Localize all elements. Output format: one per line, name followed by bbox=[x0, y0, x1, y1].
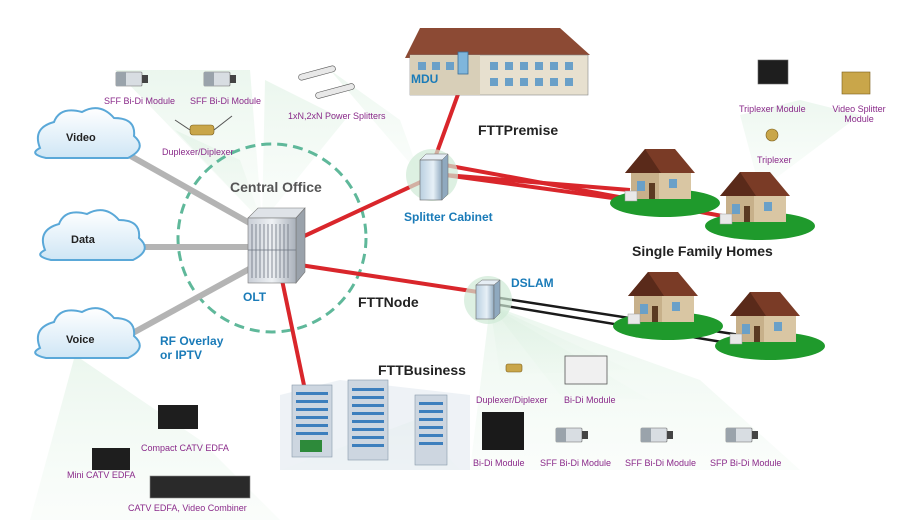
duplexer-bottom-label: Duplexer/Diplexer bbox=[476, 395, 548, 405]
mini-catv-edfa-label: Mini CATV EDFA bbox=[67, 470, 136, 480]
catv-combiner-label: CATV EDFA, Video Combiner bbox=[128, 503, 247, 513]
cabinet-icon bbox=[464, 276, 512, 324]
house-icon bbox=[714, 291, 826, 361]
house-icon bbox=[609, 148, 721, 218]
house-icon bbox=[612, 271, 724, 341]
video-splitter-line1: Video Splitter bbox=[832, 104, 886, 114]
cloud-label-voice: Voice bbox=[66, 334, 95, 346]
single-family-homes-label: Single Family Homes bbox=[632, 243, 773, 259]
ftt-node-label: FTTNode bbox=[358, 294, 419, 310]
ftt-premise-label: FTTPremise bbox=[478, 122, 559, 138]
triplexer-module-label: Triplexer Module bbox=[739, 104, 806, 114]
video-splitter-line2: Module bbox=[844, 114, 874, 124]
building-icon bbox=[405, 28, 590, 96]
cloud-label-video: Video bbox=[66, 132, 96, 144]
cloud-icon bbox=[34, 107, 146, 359]
cabinet-icon bbox=[406, 149, 458, 201]
central-office-label: Central Office bbox=[230, 179, 322, 195]
iptv-label: or IPTV bbox=[160, 348, 203, 362]
sff-bidi-module-3-label: SFF Bi-Di Module bbox=[540, 458, 612, 468]
video-splitter-module-label: Video Splitter Module bbox=[828, 104, 890, 124]
compact-catv-edfa-label: Compact CATV EDFA bbox=[141, 443, 229, 453]
rf-overlay-label: RF Overlay bbox=[160, 334, 224, 348]
splitter-cabinet-label: Splitter Cabinet bbox=[404, 210, 493, 224]
sff-bidi-module-4-label: SFF Bi-Di Module bbox=[625, 458, 697, 468]
duplexer-top-label: Duplexer/Diplexer bbox=[162, 147, 234, 157]
sff-bidi-module-2-label: SFF Bi-Di Module bbox=[190, 96, 262, 106]
bidi-module-right-label: Bi-Di Module bbox=[564, 395, 616, 405]
sff-bidi-module-1-label: SFF Bi-Di Module bbox=[104, 96, 176, 106]
house-icon bbox=[704, 171, 816, 241]
building-icon bbox=[280, 379, 470, 470]
triplexer-label: Triplexer bbox=[757, 155, 792, 165]
dslam-label: DSLAM bbox=[511, 276, 554, 290]
power-splitters-label: 1xN,2xN Power Splitters bbox=[288, 111, 386, 121]
cloud-label-data: Data bbox=[71, 234, 95, 246]
olt-rack-icon bbox=[247, 207, 306, 284]
sfp-bidi-module-label: SFP Bi-Di Module bbox=[710, 458, 782, 468]
module-icon bbox=[92, 59, 871, 499]
ftt-business-label: FTTBusiness bbox=[378, 362, 466, 378]
mdu-label: MDU bbox=[411, 72, 439, 86]
olt-label: OLT bbox=[243, 290, 267, 304]
bidi-module-bottom-label: Bi-Di Module bbox=[473, 458, 525, 468]
